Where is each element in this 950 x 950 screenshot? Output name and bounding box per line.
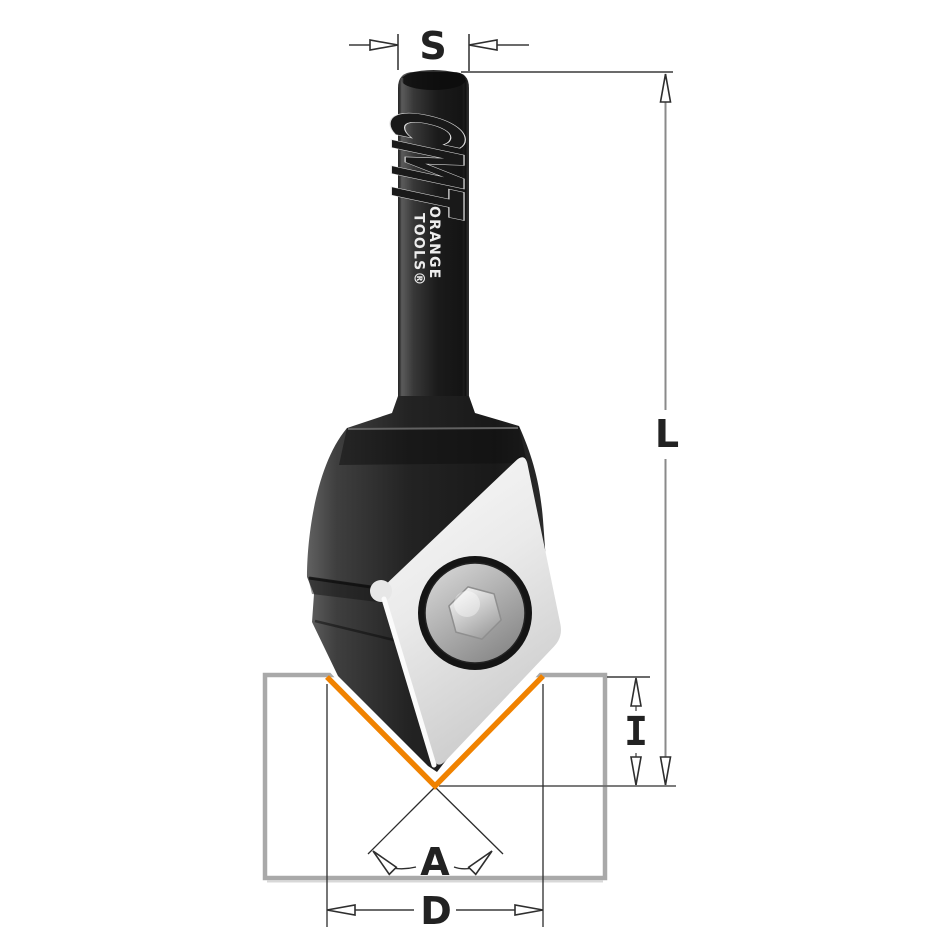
- insert-edge-highlight: [381, 596, 437, 768]
- cone-slot-line-lower: [314, 619, 399, 643]
- dim-arrowhead: [467, 846, 497, 876]
- dimension-shank-diameter: [349, 34, 529, 71]
- brand-logo-cmt: CMT: [368, 101, 482, 224]
- dim-arrowhead: [514, 904, 544, 916]
- torx-socket-icon: [448, 586, 502, 640]
- dim-arrowhead: [630, 677, 642, 707]
- label-cutting-depth: I: [624, 709, 648, 755]
- dim-arrowhead: [368, 846, 398, 876]
- dim-arrowhead: [468, 39, 498, 51]
- router-bit: CMT ORANGE TOOLS®: [307, 70, 561, 790]
- dimension-linework: [326, 34, 676, 927]
- dim-arrowhead: [659, 73, 672, 103]
- brand-name-line1: ORANGE: [426, 206, 442, 280]
- dim-arrowhead: [369, 39, 399, 51]
- shank-top-cap: [401, 70, 466, 90]
- brand-name-line2: TOOLS®: [411, 213, 427, 287]
- head-collar: [339, 427, 527, 465]
- brand-name-orange-tools: ORANGE TOOLS®: [411, 206, 443, 287]
- collar-rim-highlight: [347, 427, 519, 430]
- insert-screw: [418, 556, 532, 670]
- insert-corner-lobe: [370, 580, 392, 602]
- label-overall-length: L: [655, 412, 679, 456]
- dimension-cutting-diameter: [326, 684, 544, 927]
- shank-body: [398, 72, 469, 402]
- dim-arrowhead: [630, 756, 642, 786]
- dim-arrowhead: [326, 904, 356, 916]
- dimension-cutting-depth: [607, 676, 650, 786]
- screw-highlight: [454, 591, 480, 617]
- label-shank-diameter: S: [419, 24, 446, 68]
- dim-arrowhead: [659, 756, 672, 786]
- label-angle: A: [420, 840, 450, 884]
- dimension-labels: S L I A D: [419, 24, 679, 933]
- label-cutting-diameter: D: [420, 889, 452, 933]
- dimension-angle: [367, 786, 504, 876]
- dimension-overall-length: [461, 71, 673, 786]
- cutting-edge-v: [325, 674, 545, 790]
